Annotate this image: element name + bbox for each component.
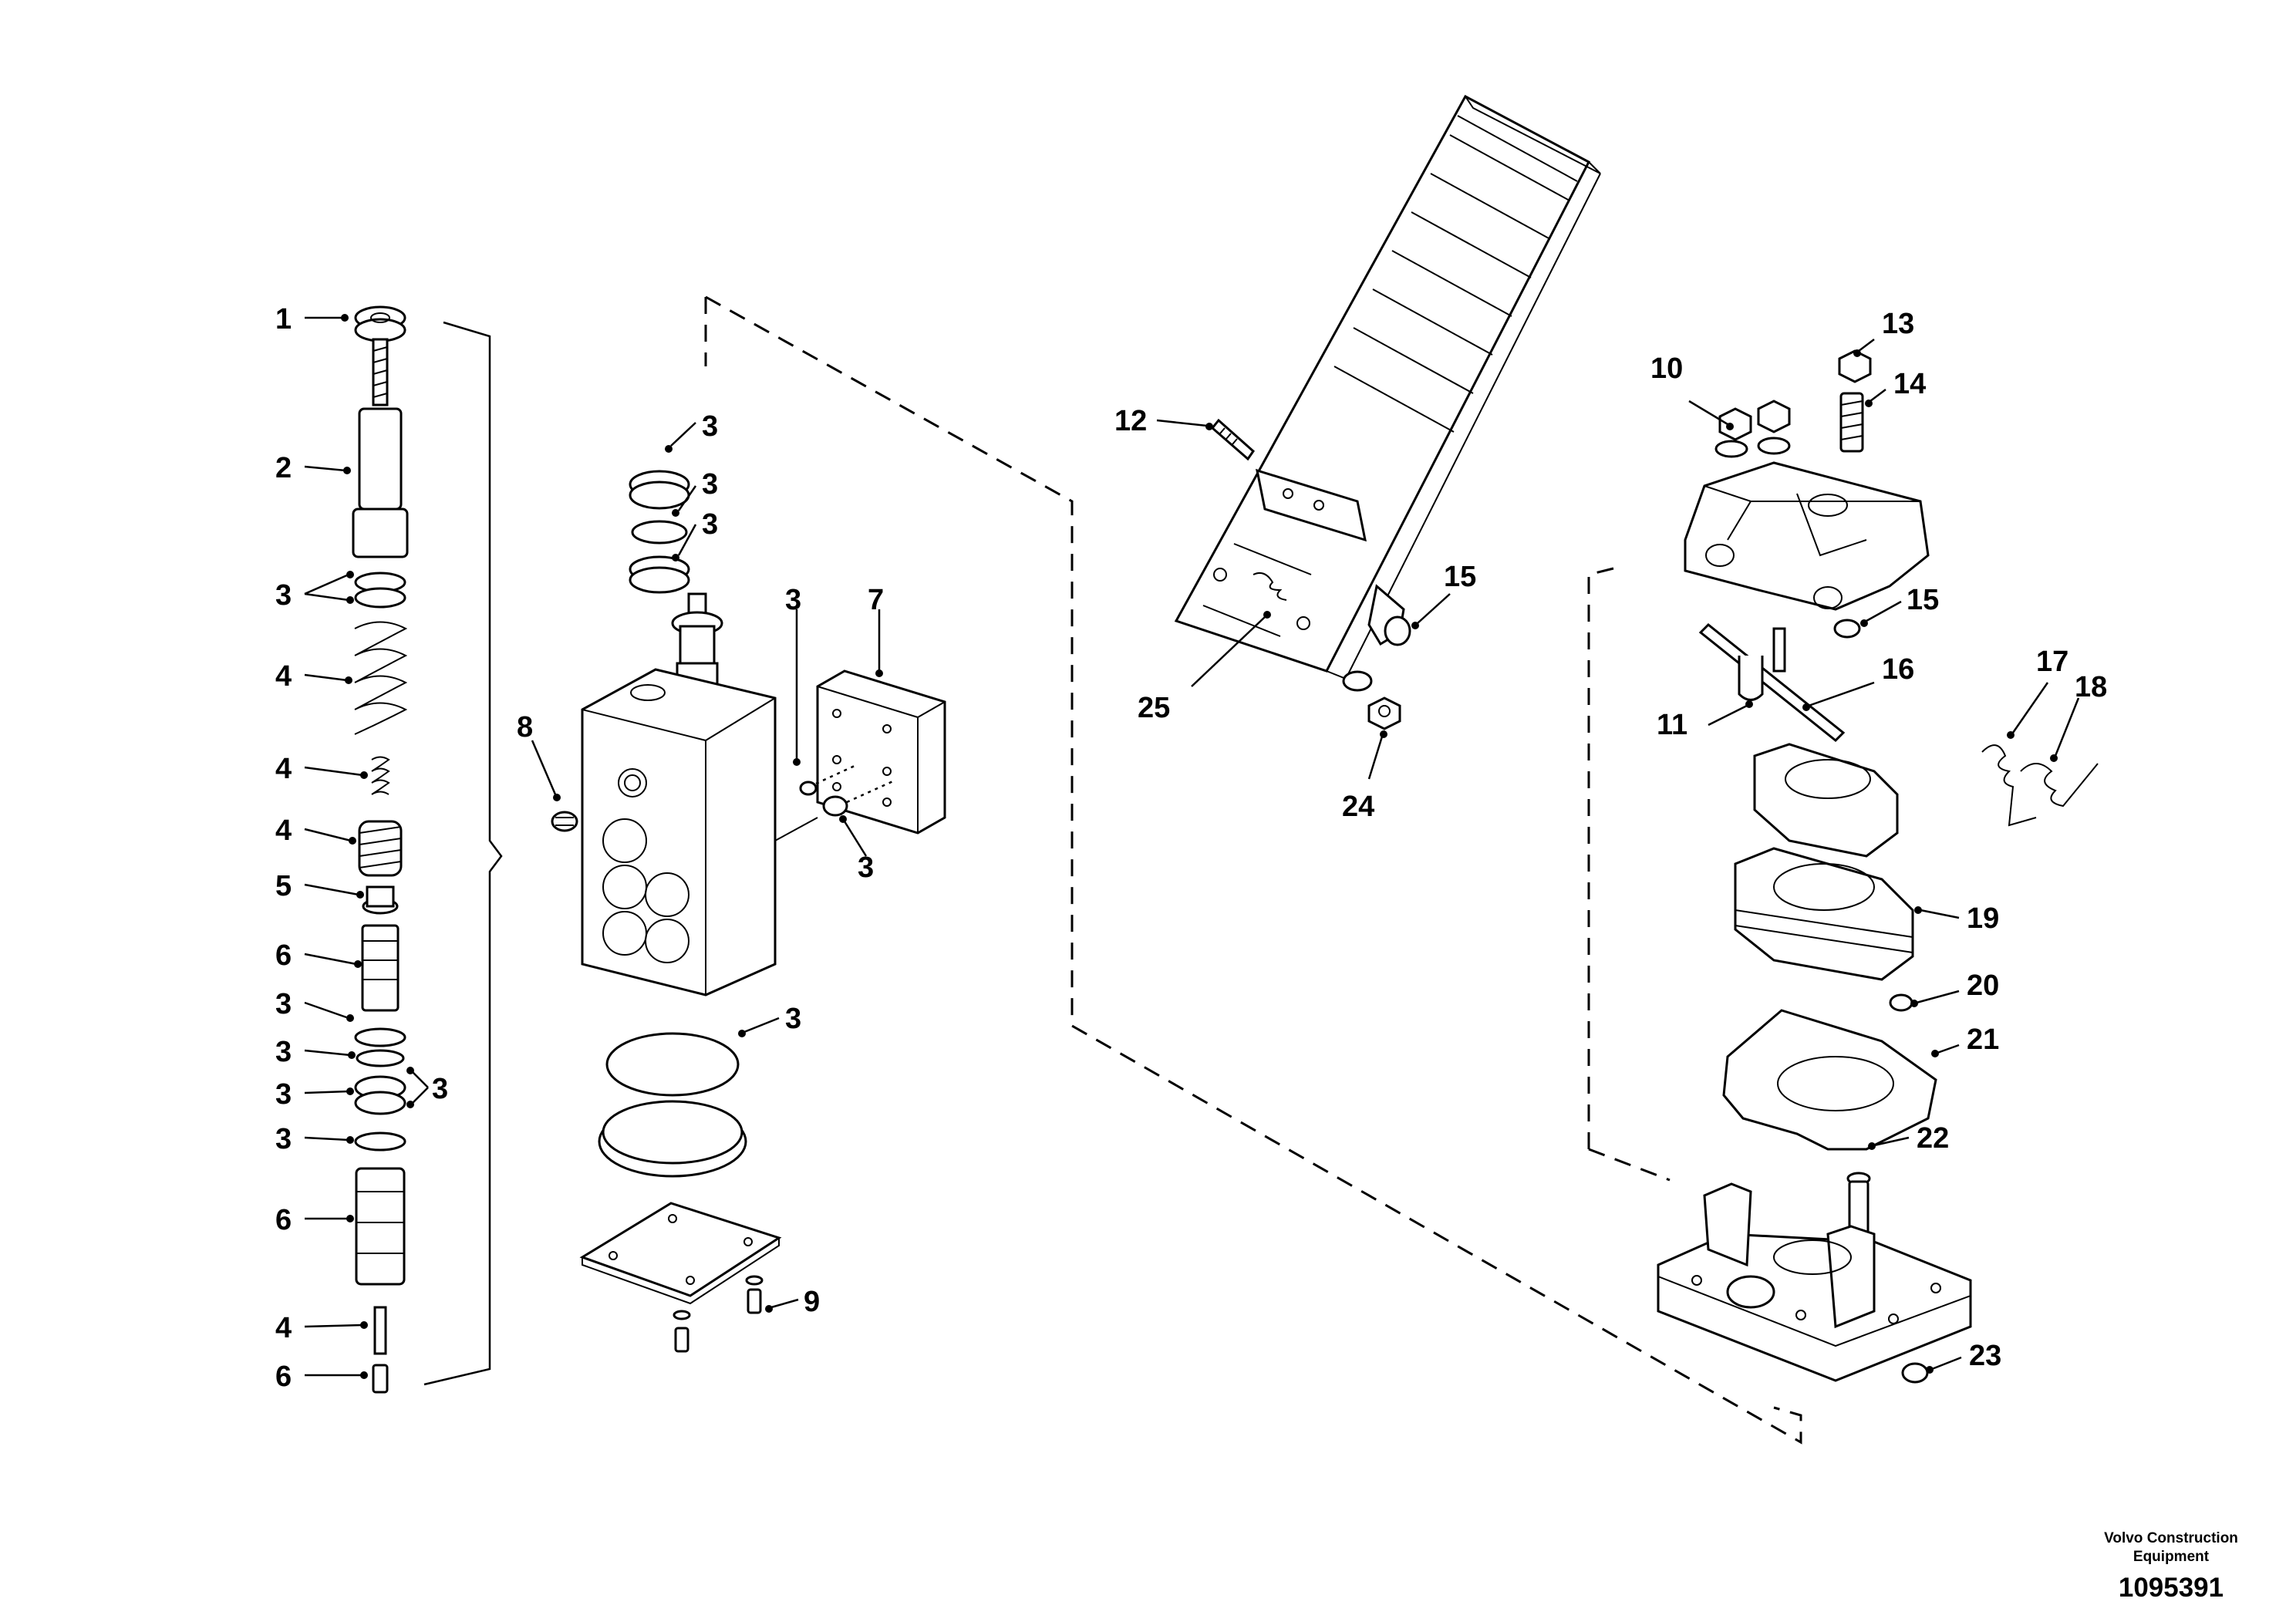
callout-3: 3 xyxy=(275,1078,292,1111)
callout-4: 4 xyxy=(275,814,292,847)
left-callouts: 1 2 3 4 4 4 5 6 3 3 3 3 3 6 4 6 xyxy=(275,303,448,1393)
callout-4: 4 xyxy=(275,1312,292,1344)
callout-14: 14 xyxy=(1893,368,1926,400)
callout-3: 3 xyxy=(275,579,292,612)
callout-20: 20 xyxy=(1967,969,1999,1002)
callout-16: 16 xyxy=(1882,653,1914,686)
callout-3: 3 xyxy=(432,1073,448,1105)
callout-7: 7 xyxy=(868,584,884,616)
callout-22: 22 xyxy=(1917,1122,1949,1155)
valve-block-assembly xyxy=(551,470,946,1353)
callout-3: 3 xyxy=(275,1123,292,1155)
callout-5: 5 xyxy=(275,870,292,902)
left-cartridge-stack xyxy=(352,305,503,1394)
stack-bracket xyxy=(423,321,503,1386)
callout-6: 6 xyxy=(275,1361,292,1393)
callout-4: 4 xyxy=(275,753,292,785)
callout-13: 13 xyxy=(1882,308,1914,340)
callout-3: 3 xyxy=(702,468,718,501)
callout-3: 3 xyxy=(702,410,718,443)
pedal-assembly xyxy=(1174,94,1601,730)
callout-3: 3 xyxy=(785,584,801,616)
assembly-dashed-line xyxy=(704,295,1802,1445)
callout-3: 3 xyxy=(275,988,292,1020)
callout-2: 2 xyxy=(275,452,292,484)
callout-9: 9 xyxy=(804,1286,820,1318)
callout-6: 6 xyxy=(275,939,292,972)
callout-24: 24 xyxy=(1342,791,1374,823)
valve-callouts: 3 3 3 3 7 3 8 3 9 xyxy=(517,410,884,1318)
document-number: 1095391 xyxy=(2119,1573,2224,1603)
right-housing-assembly xyxy=(1657,349,2099,1384)
callout-21: 21 xyxy=(1967,1023,1999,1056)
callout-6: 6 xyxy=(275,1204,292,1236)
callout-25: 25 xyxy=(1138,692,1170,724)
right-callouts: 10 13 14 15 11 16 17 18 19 20 21 22 23 xyxy=(1650,308,2107,1374)
callout-3: 3 xyxy=(702,508,718,541)
callout-10: 10 xyxy=(1650,352,1683,385)
callout-18: 18 xyxy=(2075,671,2107,703)
callout-11: 11 xyxy=(1657,709,1687,741)
callout-1: 1 xyxy=(275,303,292,336)
callout-17: 17 xyxy=(2036,646,2068,678)
callout-3: 3 xyxy=(858,851,874,884)
publisher-credit-line1: Volvo Construction xyxy=(2104,1530,2238,1546)
callout-3: 3 xyxy=(785,1003,801,1035)
callout-4: 4 xyxy=(275,660,292,693)
callout-12: 12 xyxy=(1114,405,1147,437)
callout-19: 19 xyxy=(1967,902,1999,935)
callout-8: 8 xyxy=(517,711,533,744)
callout-15: 15 xyxy=(1907,584,1939,616)
drawing-footer: Volvo Construction Equipment 1095391 xyxy=(2104,1530,2238,1603)
pedal-callouts: 12 15 25 24 xyxy=(1114,405,1476,823)
callout-3: 3 xyxy=(275,1036,292,1068)
callout-23: 23 xyxy=(1969,1340,2001,1372)
publisher-credit-line2: Equipment xyxy=(2133,1549,2210,1565)
callout-15: 15 xyxy=(1444,561,1476,593)
